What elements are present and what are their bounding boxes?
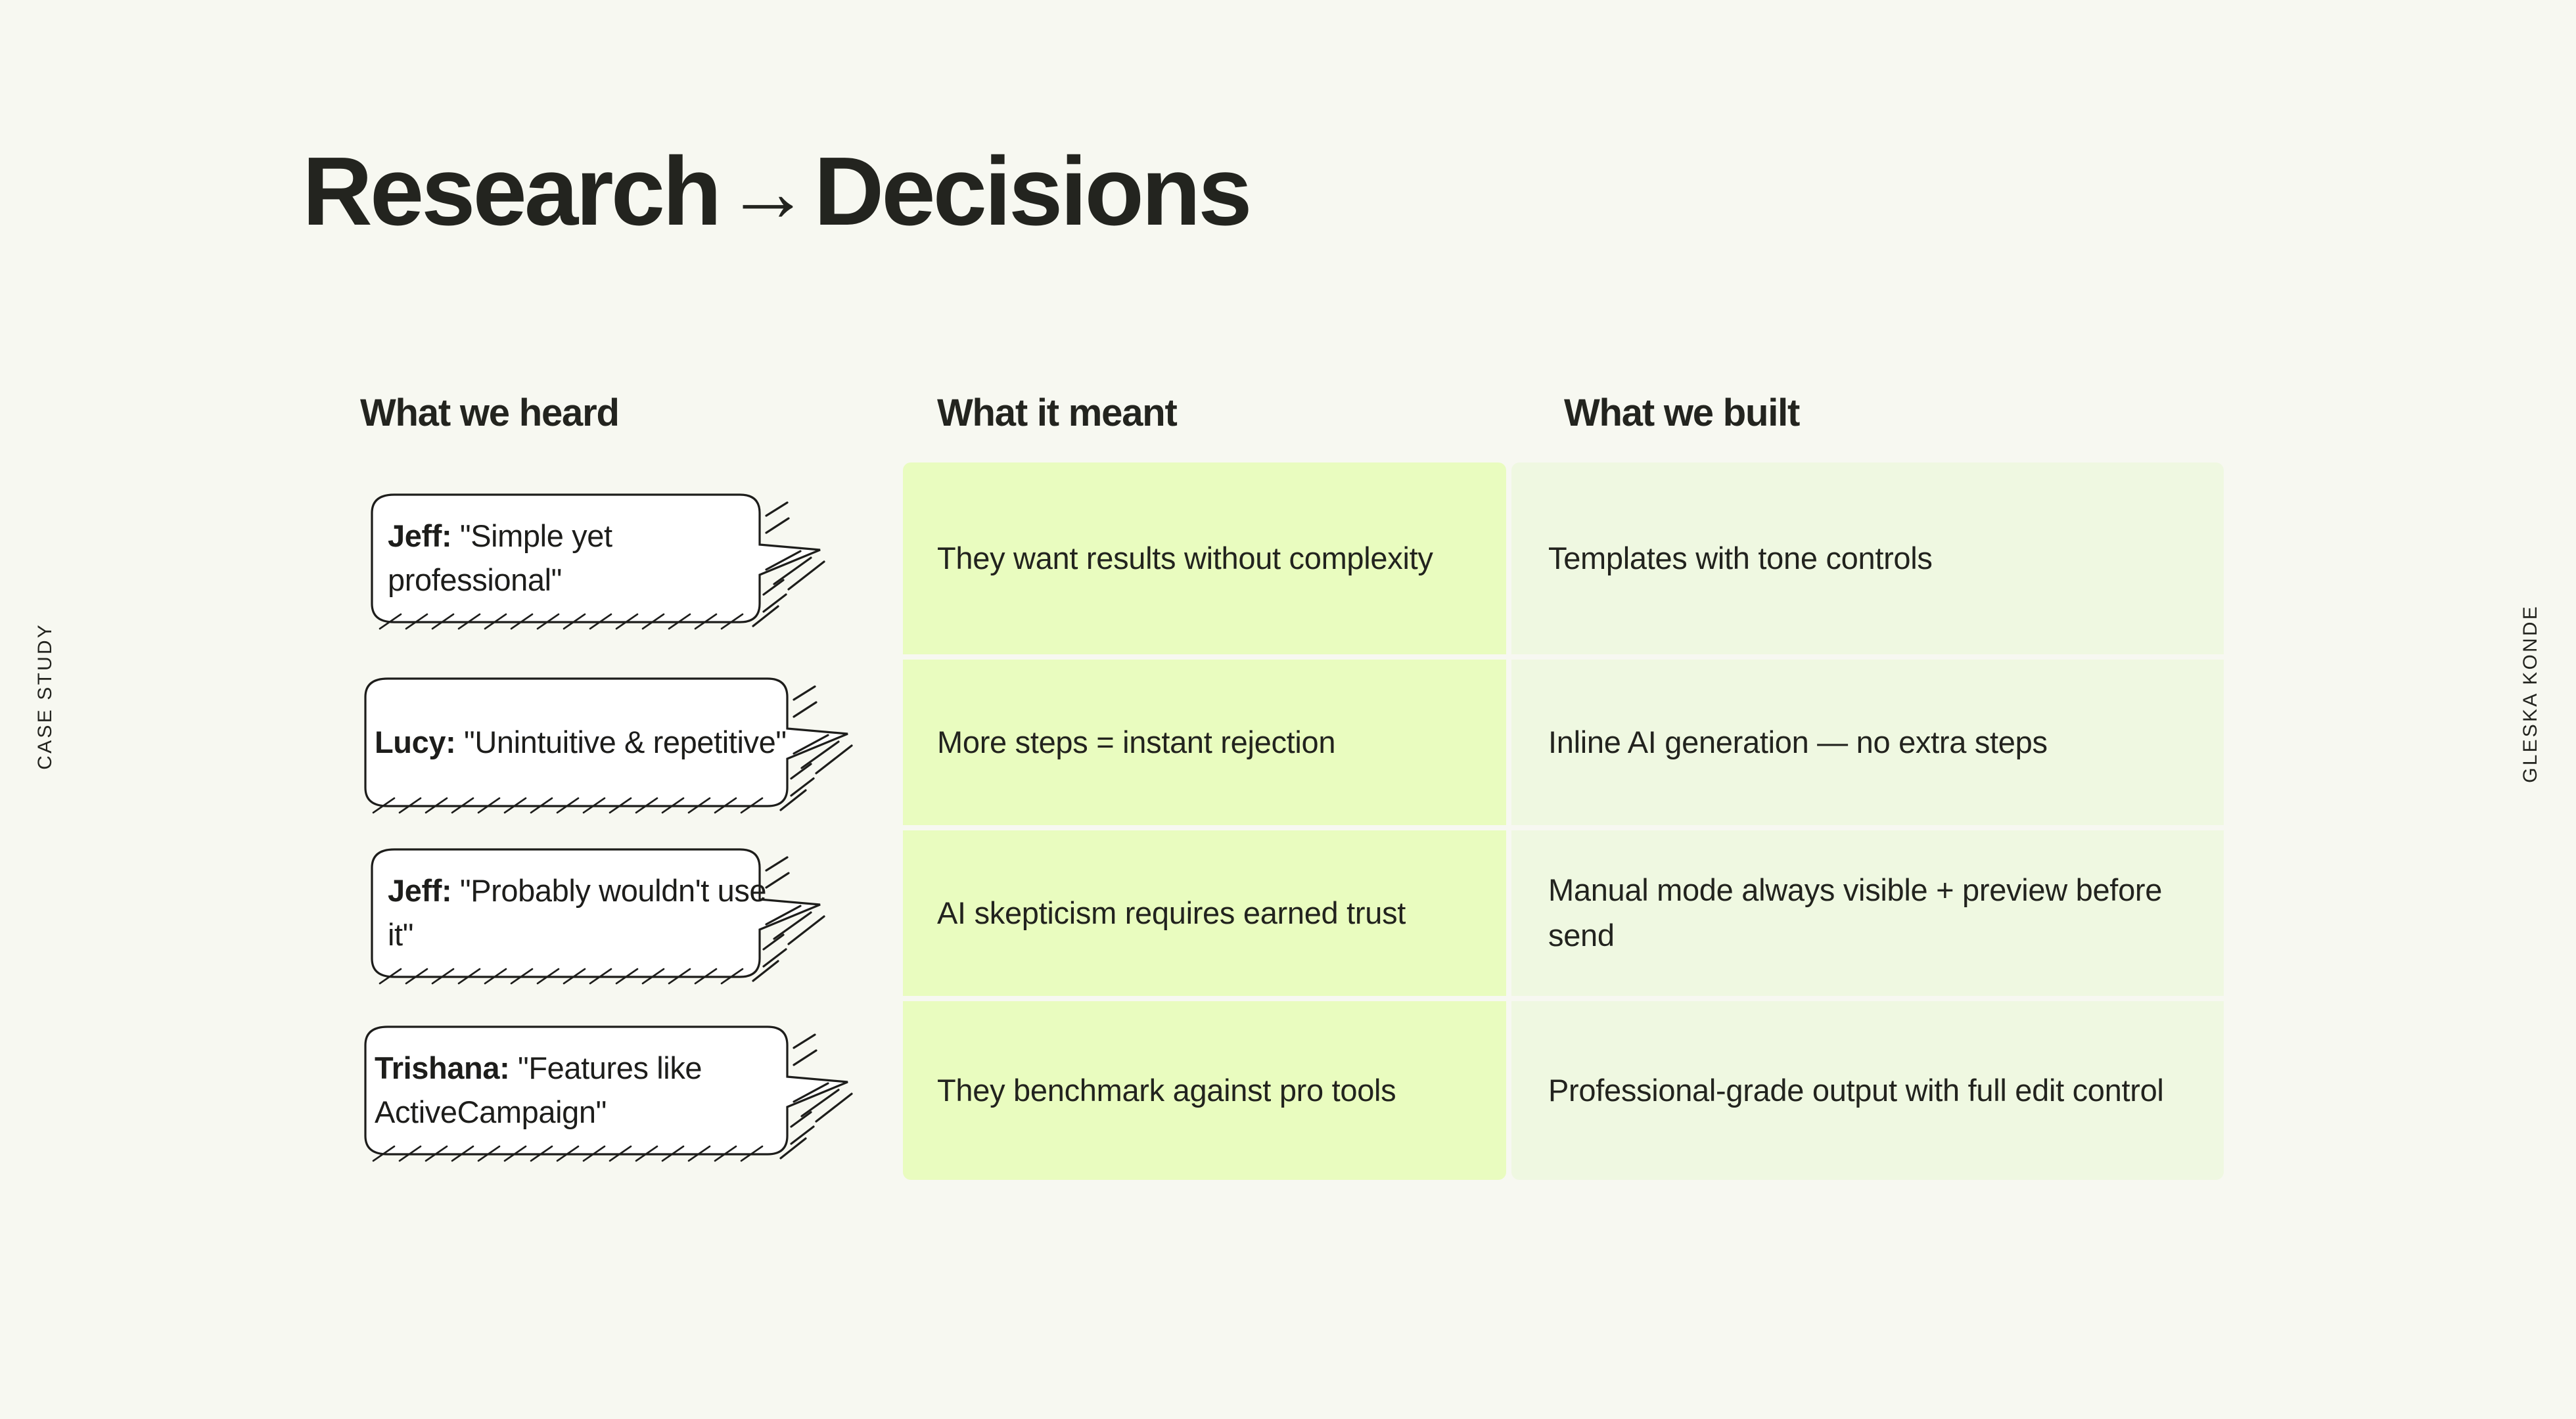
table-header-row: What we heard What it meant What we buil… xyxy=(360,394,2240,432)
page-title: Research→Decisions xyxy=(302,143,1253,240)
meaning-cell: AI skepticism requires earned trust xyxy=(903,830,1506,996)
meaning-cell: They benchmark against pro tools xyxy=(903,1001,1506,1180)
speech-bubble-icon xyxy=(364,1025,853,1162)
speaker-name: Lucy: xyxy=(375,724,456,759)
speech-bubble-icon xyxy=(371,493,825,630)
speech-bubble: Trishana: "Features like ActiveCampaign" xyxy=(360,1022,860,1162)
research-decisions-table: What we heard What it meant What we buil… xyxy=(360,394,2240,1180)
arrow-icon: → xyxy=(725,145,810,239)
table-row: Lucy: "Unintuitive & repetitive" More st… xyxy=(360,660,2240,825)
header-cell-built: What we built xyxy=(1527,394,2240,432)
header-cell-meant: What it meant xyxy=(903,394,1527,432)
built-cell: Professional-grade output with full edit… xyxy=(1511,1001,2224,1180)
table-row: Trishana: "Features like ActiveCampaign"… xyxy=(360,1001,2240,1180)
meaning-cell: More steps = instant rejection xyxy=(903,660,1506,825)
meaning-cell: They want results without complexity xyxy=(903,462,1506,654)
quote-text: "Simple yet professional" xyxy=(388,518,612,597)
column-header-label: What we heard xyxy=(360,392,620,434)
speaker-name: Trishana: xyxy=(375,1050,510,1086)
speech-bubble-text: Jeff: "Probably wouldn't use it" xyxy=(388,844,775,982)
column-header-label: What we built xyxy=(1564,392,1800,434)
built-cell: Inline AI generation — no extra steps xyxy=(1511,660,2224,825)
right-side-label: GLESKA KONDE xyxy=(2519,604,2541,783)
speech-bubble-text: Trishana: "Features like ActiveCampaign" xyxy=(375,1022,787,1160)
speech-bubble-text: Lucy: "Unintuitive & repetitive" xyxy=(375,673,787,811)
built-cell: Templates with tone controls xyxy=(1511,462,2224,654)
speech-bubble-text: Jeff: "Simple yet professional" xyxy=(388,489,775,627)
column-header-label: What it meant xyxy=(937,392,1178,434)
speech-bubble-cell: Lucy: "Unintuitive & repetitive" xyxy=(360,660,903,825)
header-cell-heard: What we heard xyxy=(360,394,903,432)
table-row: Jeff: "Simple yet professional" They wan… xyxy=(360,462,2240,654)
title-part-two: Decisions xyxy=(814,137,1252,246)
quote-text: "Probably wouldn't use it" xyxy=(388,873,767,952)
speech-bubble-icon xyxy=(371,848,825,985)
speaker-name: Jeff: xyxy=(388,873,452,909)
title-part-one: Research xyxy=(302,137,722,246)
speech-bubble: Lucy: "Unintuitive & repetitive" xyxy=(360,673,860,814)
quote-text: "Features like ActiveCampaign" xyxy=(375,1050,702,1129)
speech-bubble-icon xyxy=(364,677,853,814)
table-body: Jeff: "Simple yet professional" They wan… xyxy=(360,462,2240,1180)
built-cell: Manual mode always visible + preview bef… xyxy=(1511,830,2224,996)
speech-bubble-cell: Trishana: "Features like ActiveCampaign" xyxy=(360,1001,903,1180)
quote-text: "Unintuitive & repetitive" xyxy=(464,724,787,759)
speech-bubble: Jeff: "Simple yet professional" xyxy=(360,489,860,630)
speaker-name: Jeff: xyxy=(388,518,452,554)
speech-bubble-cell: Jeff: "Simple yet professional" xyxy=(360,462,903,654)
speech-bubble: Jeff: "Probably wouldn't use it" xyxy=(360,844,860,985)
speech-bubble-cell: Jeff: "Probably wouldn't use it" xyxy=(360,830,903,996)
left-side-label: CASE STUDY xyxy=(34,623,56,770)
table-row: Jeff: "Probably wouldn't use it" AI skep… xyxy=(360,830,2240,996)
